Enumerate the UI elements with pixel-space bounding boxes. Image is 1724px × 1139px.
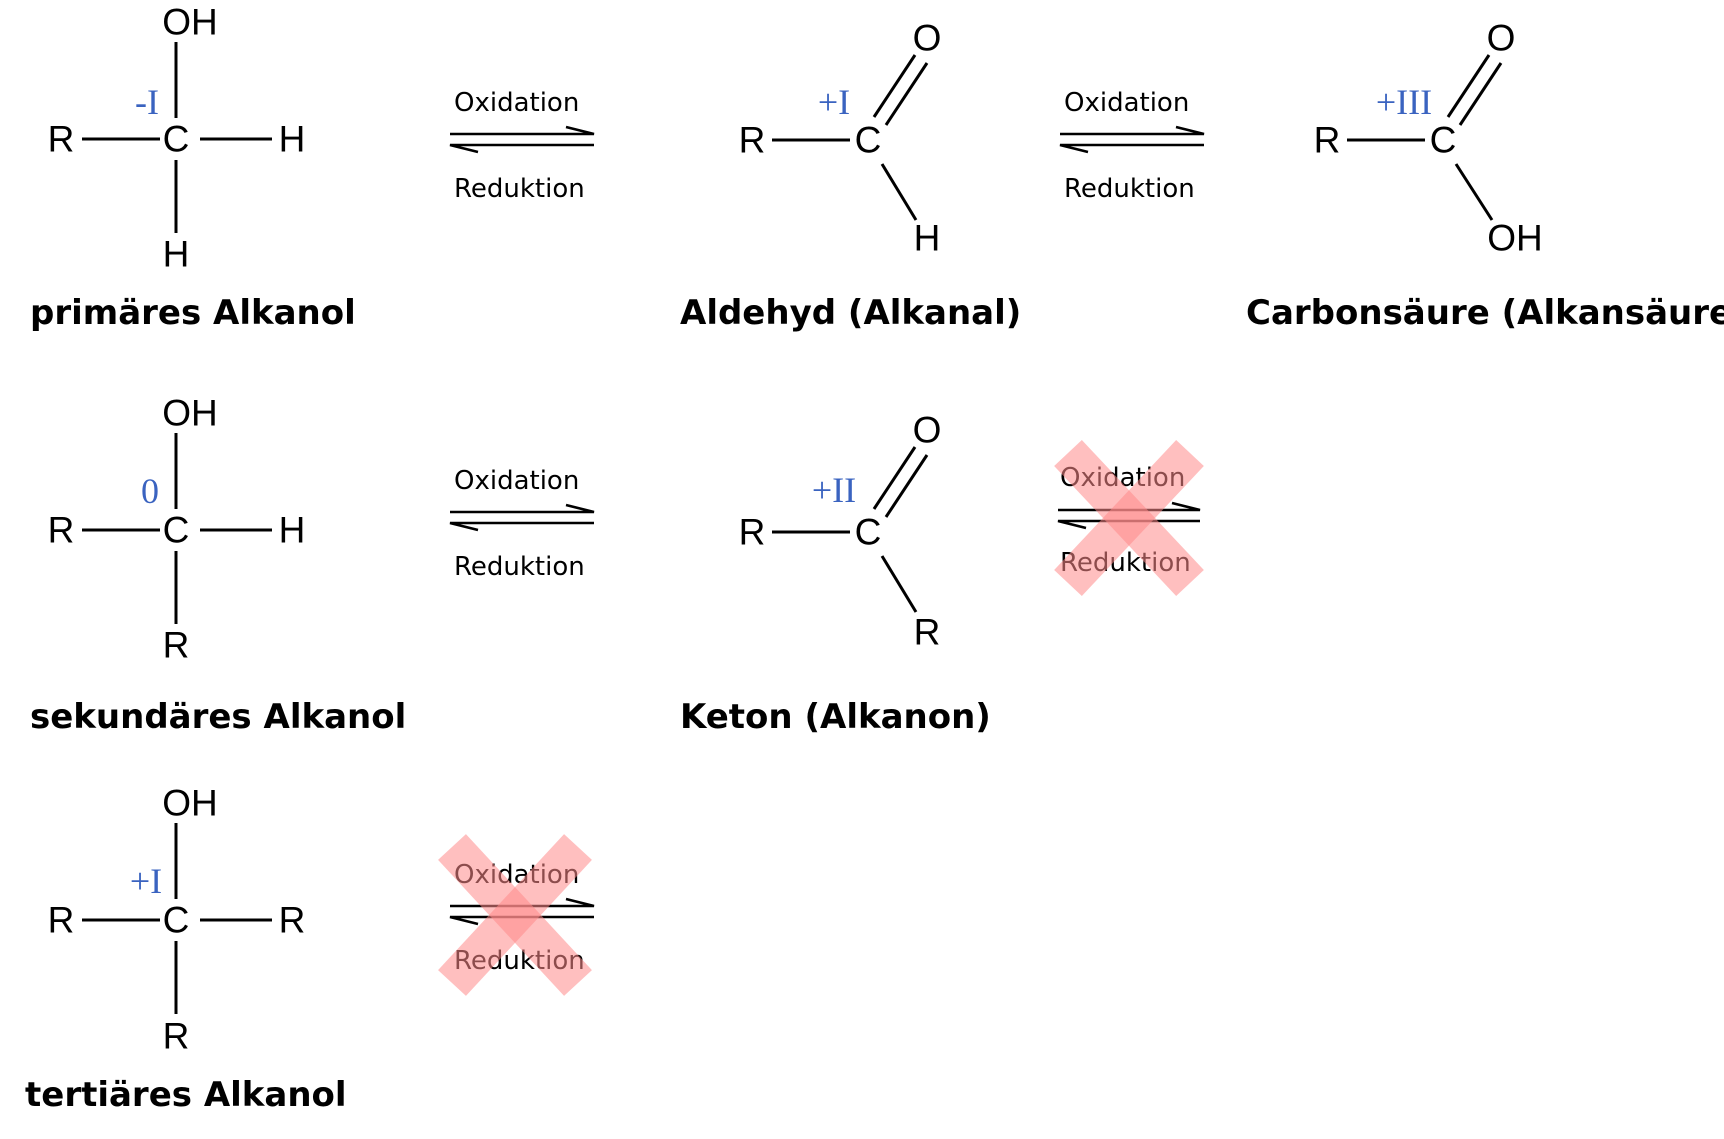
atom-r-left: R	[48, 900, 75, 941]
atom-o-double: O	[1487, 18, 1516, 59]
primary-alcohol-structure: C R H OH H -I	[48, 2, 306, 275]
aldehyde-name: Aldehyd (Alkanal)	[680, 293, 1021, 333]
tertiary-alcohol-structure: C R R OH R +I	[48, 783, 306, 1057]
oxidation-label: Oxidation	[454, 466, 579, 496]
atom-r-right: R	[279, 900, 306, 941]
atom-h-right: H	[279, 119, 306, 160]
equilibrium-arrow-2: Oxidation Reduktion	[1059, 88, 1205, 204]
primary-alcohol-name: primäres Alkanol	[30, 293, 356, 333]
blocked-cross-icon	[438, 834, 592, 996]
atom-r-left: R	[48, 510, 75, 551]
atom-r-bottom: R	[914, 612, 941, 653]
tertiary-alcohol-name: tertiäres Alkanol	[25, 1075, 347, 1115]
reduction-label: Reduktion	[454, 174, 585, 204]
atom-h-bottom: H	[914, 218, 941, 259]
secondary-alcohol-name: sekundäres Alkanol	[30, 697, 406, 737]
atom-carbon: C	[1430, 120, 1457, 161]
secondary-alcohol-structure: C R H OH R 0	[48, 393, 306, 666]
atom-o-double: O	[913, 410, 942, 451]
atom-oh-bottom: OH	[1487, 218, 1543, 259]
carboxylic-acid-structure: C R O OH +III	[1314, 18, 1543, 259]
carboxylic-acid-name: Carbonsäure (Alkansäure)	[1246, 293, 1724, 333]
ketone-structure: C R O R +II	[739, 410, 942, 653]
atom-carbon: C	[163, 510, 190, 551]
atom-r-left: R	[739, 120, 766, 161]
oxidation-state-label: 0	[141, 471, 159, 511]
oxidation-label: Oxidation	[454, 88, 579, 118]
atom-carbon: C	[855, 512, 882, 553]
atom-r-bottom: R	[163, 1016, 190, 1057]
blocked-cross-icon	[1054, 439, 1204, 597]
atom-o-double: O	[913, 18, 942, 59]
oxidation-state-label: +I	[818, 82, 850, 122]
atom-r-left: R	[48, 119, 75, 160]
atom-oh-top: OH	[162, 2, 218, 43]
atom-r-left: R	[739, 512, 766, 553]
equilibrium-arrow-3: Oxidation Reduktion	[449, 466, 595, 582]
blocked-equilibrium-arrow-2: Oxidation Reduktion	[438, 834, 595, 996]
reduction-label: Reduktion	[454, 552, 585, 582]
oxidation-state-label: +III	[1376, 82, 1432, 122]
equilibrium-arrow-1: Oxidation Reduktion	[449, 88, 595, 204]
atom-r-left: R	[1314, 120, 1341, 161]
atom-oh-top: OH	[162, 393, 218, 434]
oxidation-state-label: -I	[135, 82, 159, 122]
oxidation-state-label: +II	[812, 470, 856, 510]
oxidation-state-label: +I	[130, 861, 162, 901]
atom-h-bottom: H	[163, 234, 190, 275]
oxidation-label: Oxidation	[1064, 88, 1189, 118]
reduction-label: Reduktion	[1064, 174, 1195, 204]
atom-carbon: C	[163, 900, 190, 941]
atom-h-right: H	[279, 510, 306, 551]
ketone-name: Keton (Alkanon)	[680, 697, 991, 737]
atom-oh-top: OH	[162, 783, 218, 824]
atom-carbon: C	[855, 120, 882, 161]
atom-carbon: C	[163, 119, 190, 160]
blocked-equilibrium-arrow-1: Oxidation Reduktion	[1054, 439, 1204, 597]
aldehyde-structure: C R O H +I	[739, 18, 942, 259]
atom-r-bottom: R	[163, 625, 190, 666]
